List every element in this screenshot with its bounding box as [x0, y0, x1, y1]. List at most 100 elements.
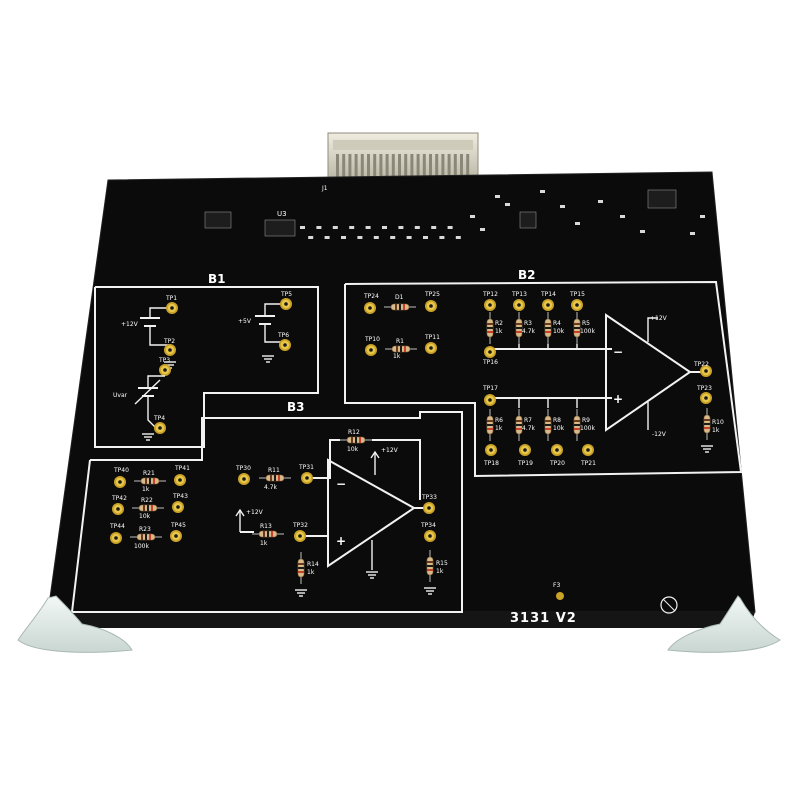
connector-pin: [373, 154, 377, 182]
tp13-pad: [513, 299, 525, 311]
tp17-label: TP17: [482, 385, 498, 392]
connector-pin: [398, 154, 401, 182]
tp42-label: TP42: [111, 495, 127, 502]
f3-label: F3: [553, 582, 560, 589]
r13-label: R13: [260, 523, 272, 530]
edge-connector: [327, 132, 479, 184]
tp21-pad: [582, 444, 594, 456]
tp43-pad: [172, 501, 184, 513]
connector-pin: [385, 154, 389, 182]
tp11-label: TP11: [424, 334, 440, 341]
b3-title: B3: [287, 400, 305, 414]
r1-label: R1: [396, 338, 404, 345]
r2-value: 1k: [495, 328, 503, 335]
right-ejector-handle: [667, 595, 781, 653]
connector-pin: [354, 154, 358, 182]
r10-label: R10: [712, 419, 724, 426]
connector-label: J1: [321, 185, 328, 192]
tp25-label: TP25: [424, 291, 440, 298]
pb-free-logo-icon: [660, 596, 678, 614]
r3-value: 4.7k: [522, 328, 536, 335]
connector-pin: [360, 154, 364, 182]
smd-passive: [598, 200, 603, 203]
connector-pin: [342, 154, 346, 182]
tp5-pad: [280, 298, 292, 310]
tp32-label: TP32: [292, 522, 308, 529]
connector-pin: [447, 154, 451, 182]
r3-label: R3: [524, 320, 532, 327]
tp15-label: TP15: [569, 291, 585, 298]
tp40-label: TP40: [113, 467, 129, 474]
pcb-board: [47, 171, 756, 613]
tp14-pad: [542, 299, 554, 311]
tp25-pad: [425, 300, 437, 312]
r9-value: 100k: [580, 425, 595, 432]
r11-label: R11: [268, 467, 280, 474]
r15-label: R15: [436, 560, 448, 567]
tp16-label: TP16: [482, 359, 498, 366]
tp22-label: TP22: [693, 361, 709, 368]
r22-label: R22: [141, 497, 153, 504]
uvar-label: Uvar: [113, 392, 128, 399]
smd-passive: [480, 228, 485, 231]
connector-pin: [422, 154, 426, 182]
tp30-label: TP30: [235, 465, 251, 472]
r10-value: 1k: [712, 427, 720, 434]
v5-label: +5V: [238, 318, 252, 325]
tp44-pad: [110, 532, 122, 544]
r8-value: 10k: [553, 425, 565, 432]
tp10-label: TP10: [364, 336, 380, 343]
smd-passive: [560, 205, 565, 208]
tp40-pad: [114, 476, 126, 488]
tp23-pad: [700, 392, 712, 404]
r5-value: 100k: [580, 328, 595, 335]
tp33-label: TP33: [421, 494, 437, 501]
r13-value: 1k: [260, 540, 268, 547]
tp18-pad: [485, 444, 497, 456]
connector-pin: [429, 154, 432, 182]
tp18-label: TP18: [483, 460, 499, 467]
tp24-label: TP24: [363, 293, 379, 300]
smd-passive: [423, 236, 428, 239]
r14-value: 1k: [307, 569, 315, 576]
smd-passive: [455, 236, 461, 239]
tp20-pad: [551, 444, 563, 456]
tp6-label: TP6: [277, 332, 289, 339]
connector-pin: [466, 154, 470, 182]
tp13-label: TP13: [511, 291, 527, 298]
smd-passive: [390, 236, 396, 239]
r7-label: R7: [524, 417, 532, 424]
tp15-pad: [571, 299, 583, 311]
b3-v12b-label: +12V: [246, 509, 264, 516]
tp20-label: TP20: [549, 460, 565, 467]
connector-pin: [435, 154, 439, 182]
tp10-pad: [365, 344, 377, 356]
r12-value: 10k: [347, 446, 359, 453]
smd-passive: [505, 203, 510, 206]
r14-label: R14: [307, 561, 319, 568]
connector-pin: [391, 154, 395, 182]
smd-passive: [365, 226, 371, 229]
smd-passive: [447, 226, 453, 229]
tp31-pad: [301, 472, 313, 484]
smd-passive: [690, 232, 695, 235]
r4-label: R4: [553, 320, 561, 327]
b2-opamp-plus: +: [613, 392, 623, 406]
b2-opamp-minus: −: [613, 345, 623, 359]
r11-value: 4.7k: [264, 484, 278, 491]
connector-pin: [379, 154, 383, 182]
r6-label: R6: [495, 417, 503, 424]
connector-pin: [348, 154, 352, 182]
r7-value: 4.7k: [522, 425, 536, 432]
d1-label: D1: [395, 294, 404, 301]
tp43-label: TP43: [172, 493, 188, 500]
r21-label: R21: [143, 470, 155, 477]
tp23-label: TP23: [696, 385, 712, 392]
tp33-pad: [423, 502, 435, 514]
tp3-pad: [159, 364, 171, 376]
smd-passive: [398, 226, 404, 229]
tp17-pad: [484, 394, 496, 406]
tp11-pad: [425, 342, 437, 354]
